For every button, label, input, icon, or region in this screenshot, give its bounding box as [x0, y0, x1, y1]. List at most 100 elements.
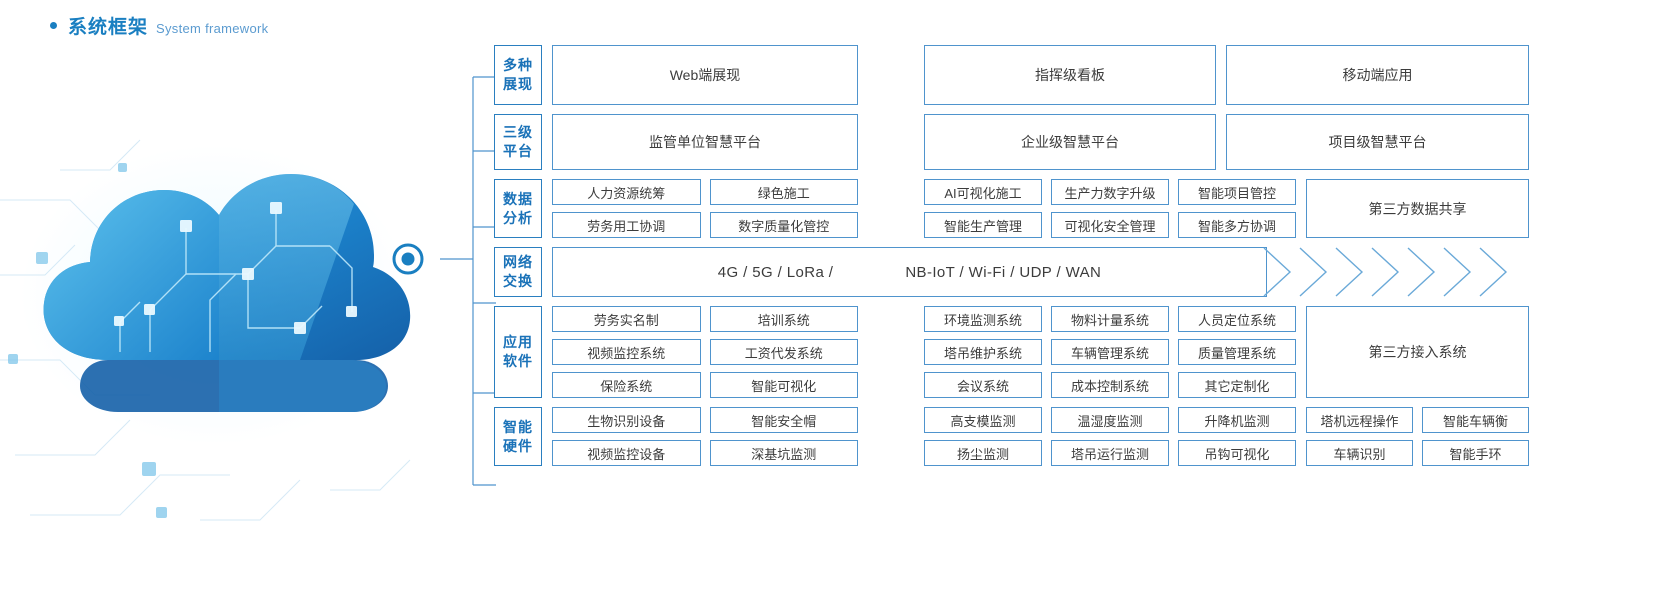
- cell-line: 车辆识别 智能手环: [1306, 440, 1529, 466]
- group-smart-hardware-1: 生物识别设备 智能安全帽 视频监控设备 深基坑监测: [552, 407, 858, 466]
- row-label-smart-hardware: 智能 硬件: [494, 407, 542, 466]
- box-project-platform[interactable]: 项目级智慧平台: [1226, 114, 1529, 170]
- box-web-display[interactable]: Web端展现: [552, 45, 858, 105]
- box-ai-visual-construction[interactable]: AI可视化施工: [924, 179, 1042, 205]
- box-tower-remote-operation[interactable]: 塔机远程操作: [1306, 407, 1413, 433]
- group-presentation-1: Web端展现: [552, 45, 858, 105]
- page-header: 系统框架 System framework: [50, 12, 268, 39]
- framework-rows: 多种 展现 Web端展现 指挥级看板 移动端应用: [494, 45, 1529, 475]
- page-title: 系统框架: [68, 17, 149, 38]
- box-smart-production-management[interactable]: 智能生产管理: [924, 212, 1042, 238]
- box-smart-weighbridge[interactable]: 智能车辆衡: [1422, 407, 1529, 433]
- group-platform-1: 监管单位智慧平台: [552, 114, 858, 170]
- box-personnel-positioning-system[interactable]: 人员定位系统: [1178, 306, 1296, 332]
- group-smart-hardware-2: 高支模监测 温湿度监测 升降机监测 扬尘监测 塔吊运行监测 吊钩可视化: [924, 407, 1296, 466]
- box-smart-visualization[interactable]: 智能可视化: [709, 372, 858, 398]
- network-plate[interactable]: 4G / 5G / LoRa / NB-IoT / Wi-Fi / UDP / …: [552, 247, 1267, 297]
- cell-line: 移动端应用: [1226, 45, 1529, 105]
- box-digital-quality-control[interactable]: 数字质量化管控: [709, 212, 858, 238]
- cell-line: 项目级智慧平台: [1226, 114, 1529, 170]
- cloud-illustration: [0, 139, 424, 521]
- cell-line: 塔吊维护系统 车辆管理系统 质量管理系统: [924, 339, 1296, 365]
- box-temperature-humidity-monitoring[interactable]: 温湿度监测: [1051, 407, 1169, 433]
- cell-line: Web端展现: [552, 45, 858, 105]
- box-environment-monitoring-system[interactable]: 环境监测系统: [924, 306, 1042, 332]
- box-elevator-monitoring[interactable]: 升降机监测: [1178, 407, 1296, 433]
- network-left-text: 4G / 5G / LoRa /: [717, 263, 834, 281]
- cell-line: 扬尘监测 塔吊运行监测 吊钩可视化: [924, 440, 1296, 466]
- box-labor-real-name[interactable]: 劳务实名制: [552, 306, 701, 332]
- row-smart-hardware: 智能 硬件 生物识别设备 智能安全帽 视频监控设备 深基坑监测 高支模监测: [494, 407, 1529, 466]
- chevron-right-icon-group: [1263, 247, 1508, 297]
- box-high-formwork-monitoring[interactable]: 高支模监测: [924, 407, 1042, 433]
- box-smart-wristband[interactable]: 智能手环: [1422, 440, 1529, 466]
- group-platform-3: 项目级智慧平台: [1226, 114, 1529, 170]
- row-application-software: 应用 软件 劳务实名制 培训系统 视频监控系统 工资代发系统 保险系统 智能可视…: [494, 306, 1529, 398]
- box-command-dashboard[interactable]: 指挥级看板: [924, 45, 1216, 105]
- box-quality-management-system[interactable]: 质量管理系统: [1178, 339, 1296, 365]
- box-vehicle-recognition[interactable]: 车辆识别: [1306, 440, 1413, 466]
- box-video-surveillance-device[interactable]: 视频监控设备: [552, 440, 701, 466]
- row-presentation: 多种 展现 Web端展现 指挥级看板 移动端应用: [494, 45, 1529, 105]
- cell-line: 劳务用工协调 数字质量化管控: [552, 212, 858, 238]
- cell-line: 塔机远程操作 智能车辆衡: [1306, 407, 1529, 433]
- row-body-smart-hardware: 生物识别设备 智能安全帽 视频监控设备 深基坑监测 高支模监测 温湿度监测 升降…: [552, 407, 1529, 466]
- box-deep-foundation-pit-monitoring[interactable]: 深基坑监测: [709, 440, 858, 466]
- box-training-system[interactable]: 培训系统: [709, 306, 858, 332]
- cell-line: 监管单位智慧平台: [552, 114, 858, 170]
- box-tower-crane-operation-monitoring[interactable]: 塔吊运行监测: [1051, 440, 1169, 466]
- network-right-text: NB-IoT / Wi-Fi / UDP / WAN: [905, 263, 1102, 281]
- box-biometric-device[interactable]: 生物识别设备: [552, 407, 701, 433]
- box-mobile-app[interactable]: 移动端应用: [1226, 45, 1529, 105]
- box-smart-project-control[interactable]: 智能项目管控: [1178, 179, 1296, 205]
- box-video-surveillance-system[interactable]: 视频监控系统: [552, 339, 701, 365]
- row-label-presentation: 多种 展现: [494, 45, 542, 105]
- row-network-exchange: 网络 交换 4G / 5G / LoRa / NB-IoT / Wi-Fi / …: [494, 247, 1529, 297]
- row-body-application-software: 劳务实名制 培训系统 视频监控系统 工资代发系统 保险系统 智能可视化 环境监测…: [552, 306, 1529, 398]
- box-vehicle-management-system[interactable]: 车辆管理系统: [1051, 339, 1169, 365]
- box-productivity-digital-upgrade[interactable]: 生产力数字升级: [1051, 179, 1169, 205]
- group-app-software-2: 环境监测系统 物料计量系统 人员定位系统 塔吊维护系统 车辆管理系统 质量管理系…: [924, 306, 1296, 398]
- box-hook-visualization[interactable]: 吊钩可视化: [1178, 440, 1296, 466]
- cell-line: 会议系统 成本控制系统 其它定制化: [924, 372, 1296, 398]
- row-label-three-tier-platform: 三级 平台: [494, 114, 542, 170]
- group-data-analysis-2: AI可视化施工 生产力数字升级 智能项目管控 智能生产管理 可视化安全管理 智能…: [924, 179, 1296, 238]
- box-material-metering-system[interactable]: 物料计量系统: [1051, 306, 1169, 332]
- box-green-construction[interactable]: 绿色施工: [709, 179, 858, 205]
- box-labor-coordination[interactable]: 劳务用工协调: [552, 212, 701, 238]
- cell-line: 指挥级看板: [924, 45, 1216, 105]
- box-enterprise-platform[interactable]: 企业级智慧平台: [924, 114, 1216, 170]
- box-smart-multiparty-coordination[interactable]: 智能多方协调: [1178, 212, 1296, 238]
- group-presentation-2: 指挥级看板: [924, 45, 1216, 105]
- box-regulator-platform[interactable]: 监管单位智慧平台: [552, 114, 858, 170]
- group-app-software-1: 劳务实名制 培训系统 视频监控系统 工资代发系统 保险系统 智能可视化: [552, 306, 858, 398]
- box-hr-coordination[interactable]: 人力资源统筹: [552, 179, 701, 205]
- box-third-party-data-sharing[interactable]: 第三方数据共享: [1306, 179, 1529, 238]
- box-payroll-system[interactable]: 工资代发系统: [709, 339, 858, 365]
- row-label-application-software: 应用 软件: [494, 306, 542, 398]
- group-smart-hardware-3: 塔机远程操作 智能车辆衡 车辆识别 智能手环: [1306, 407, 1529, 466]
- cell-line: 劳务实名制 培训系统: [552, 306, 858, 332]
- box-smart-helmet[interactable]: 智能安全帽: [709, 407, 858, 433]
- cell-line: 保险系统 智能可视化: [552, 372, 858, 398]
- cell-line: 生物识别设备 智能安全帽: [552, 407, 858, 433]
- row-data-analysis: 数据 分析 人力资源统筹 绿色施工 劳务用工协调 数字质量化管控 AI可视化施工: [494, 179, 1529, 238]
- group-data-analysis-1: 人力资源统筹 绿色施工 劳务用工协调 数字质量化管控: [552, 179, 858, 238]
- row-label-data-analysis: 数据 分析: [494, 179, 542, 238]
- cell-line: 视频监控系统 工资代发系统: [552, 339, 858, 365]
- box-other-customization[interactable]: 其它定制化: [1178, 372, 1296, 398]
- box-insurance-system[interactable]: 保险系统: [552, 372, 701, 398]
- row-body-presentation: Web端展现 指挥级看板 移动端应用: [552, 45, 1529, 105]
- cell-line: 人力资源统筹 绿色施工: [552, 179, 858, 205]
- box-visual-safety-management[interactable]: 可视化安全管理: [1051, 212, 1169, 238]
- group-app-software-3: 第三方接入系统: [1306, 306, 1529, 398]
- box-dust-monitoring[interactable]: 扬尘监测: [924, 440, 1042, 466]
- group-presentation-3: 移动端应用: [1226, 45, 1529, 105]
- box-meeting-system[interactable]: 会议系统: [924, 372, 1042, 398]
- box-third-party-access-system[interactable]: 第三方接入系统: [1306, 306, 1529, 398]
- row-body-three-tier-platform: 监管单位智慧平台 企业级智慧平台 项目级智慧平台: [552, 114, 1529, 170]
- cell-line: 企业级智慧平台: [924, 114, 1216, 170]
- box-tower-crane-maintenance-system[interactable]: 塔吊维护系统: [924, 339, 1042, 365]
- box-cost-control-system[interactable]: 成本控制系统: [1051, 372, 1169, 398]
